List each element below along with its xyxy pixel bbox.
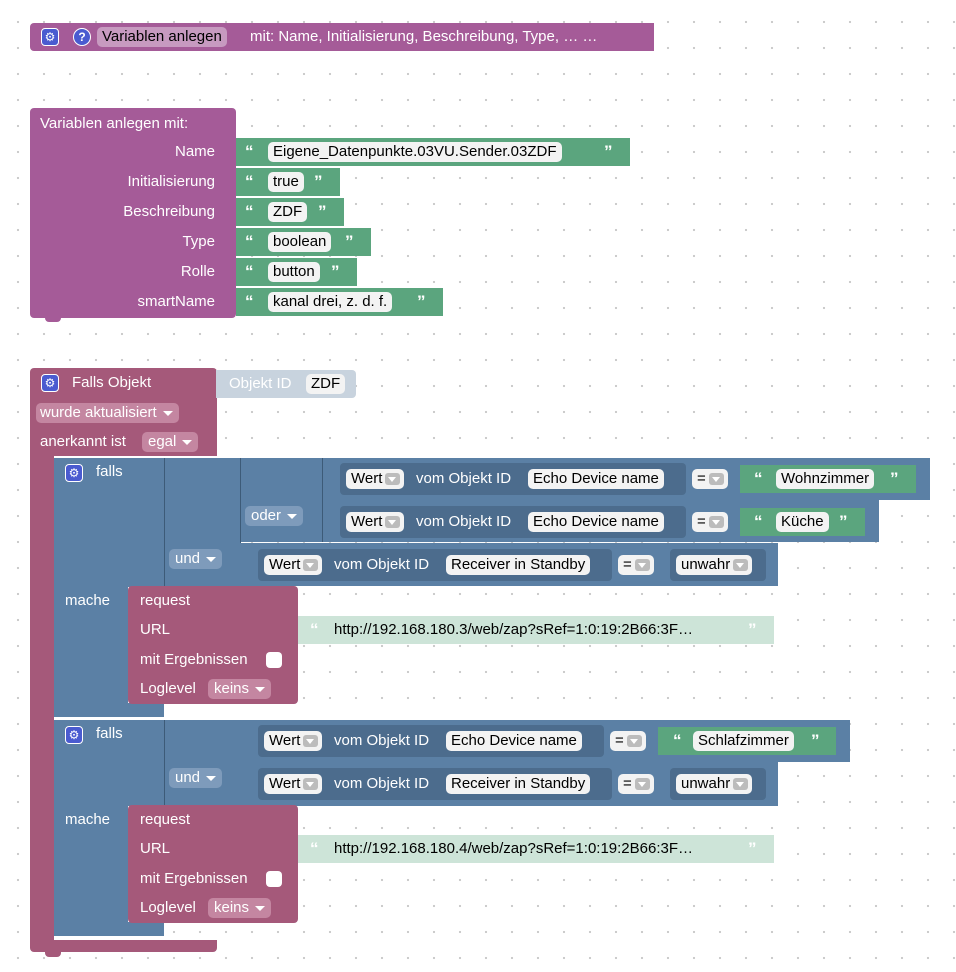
if2-mache: mache <box>65 811 111 828</box>
gear-icon[interactable]: ⚙ <box>65 726 83 744</box>
und-dropdown[interactable]: und <box>169 768 223 788</box>
collapsed-summary: mit: Name, Initialisierung, Beschreibung… <box>250 28 598 45</box>
quote-open-icon: “ <box>245 142 254 161</box>
operator-dropdown[interactable]: = <box>610 731 646 751</box>
gear-icon[interactable]: ⚙ <box>41 374 59 392</box>
loglevel-dropdown[interactable]: keins <box>208 679 272 699</box>
quote-close-icon: ” <box>345 232 354 251</box>
loglevel-label: Loglevel <box>140 680 196 697</box>
quote-open-icon: “ <box>754 469 763 488</box>
boolean-dropdown[interactable]: unwahr <box>676 774 753 794</box>
oder-dropdown[interactable]: oder <box>245 506 304 526</box>
row-label-role: Rolle <box>180 263 215 280</box>
vom-objekt-label: vom Objekt ID <box>416 470 512 487</box>
quote-close-icon: ” <box>417 292 426 311</box>
row-label-type: Type <box>182 233 215 250</box>
trigger-title: Falls Objekt <box>72 374 152 391</box>
wert-dropdown[interactable]: Wert <box>264 555 323 575</box>
gear-icon[interactable]: ⚙ <box>41 28 59 46</box>
collapsed-label: Variablen anlegen <box>97 27 227 47</box>
objekt-id-value[interactable]: ZDF <box>306 374 346 394</box>
operator-dropdown[interactable]: = <box>618 555 654 575</box>
if2-falls: falls <box>96 725 123 742</box>
operator-dropdown[interactable]: = <box>618 774 654 794</box>
quote-close-icon: ” <box>314 172 323 191</box>
object-id-chip[interactable]: Receiver in Standby <box>446 774 591 794</box>
row-label-init: Initialisierung <box>127 173 215 190</box>
operator-dropdown[interactable]: = <box>692 469 728 489</box>
wert-dropdown[interactable]: Wert <box>264 774 323 794</box>
mit-ergebnissen-label: mit Ergebnissen <box>140 870 248 887</box>
object-id-chip[interactable]: Echo Device name <box>446 731 582 751</box>
vom-objekt-label: vom Objekt ID <box>416 513 512 530</box>
request-label: request <box>140 811 191 828</box>
object-id-chip[interactable]: Echo Device name <box>528 469 664 489</box>
condition-row-2[interactable] <box>164 720 240 806</box>
quote-close-icon: ” <box>748 839 757 858</box>
quote-close-icon: ” <box>890 469 899 488</box>
quote-open-icon: “ <box>310 620 319 639</box>
quote-close-icon: ” <box>811 731 820 750</box>
quote-open-icon: “ <box>754 512 763 531</box>
operator-dropdown[interactable]: = <box>692 512 728 532</box>
quote-open-icon: “ <box>310 839 319 858</box>
boolean-dropdown[interactable]: unwahr <box>676 555 753 575</box>
if1-falls: falls <box>96 463 123 480</box>
compare-value[interactable]: Küche <box>776 512 829 532</box>
quote-open-icon: “ <box>245 172 254 191</box>
und-dropdown[interactable]: und <box>169 549 223 569</box>
quote-close-icon: ” <box>839 512 848 531</box>
vom-objekt-label: vom Objekt ID <box>334 775 430 792</box>
quote-open-icon: “ <box>245 202 254 221</box>
quote-close-icon: ” <box>604 142 613 161</box>
quote-open-icon: “ <box>245 262 254 281</box>
wert-dropdown[interactable]: Wert <box>346 512 405 532</box>
url-value[interactable]: http://192.168.180.3/web/zap?sRef=1:0:19… <box>329 620 699 640</box>
wert-dropdown[interactable]: Wert <box>346 469 405 489</box>
compare-value[interactable]: Wohnzimmer <box>776 469 875 489</box>
type-value[interactable]: boolean <box>268 232 332 252</box>
quote-open-icon: “ <box>673 731 682 750</box>
row-label-smartname: smartName <box>137 293 215 310</box>
role-value[interactable]: button <box>268 262 320 282</box>
create-variables-header: Variablen anlegen mit: <box>40 115 189 132</box>
url-label: URL <box>140 621 171 638</box>
wert-dropdown[interactable]: Wert <box>264 731 323 751</box>
vom-objekt-label: vom Objekt ID <box>334 732 430 749</box>
loglevel-dropdown[interactable]: keins <box>208 898 272 918</box>
objekt-id-label: Objekt ID <box>229 375 292 392</box>
checkbox-icon[interactable] <box>266 871 282 887</box>
row-label-name: Name <box>174 143 215 160</box>
help-icon[interactable]: ? <box>73 28 91 46</box>
smartname-value[interactable]: kanal drei, z. d. f. <box>268 292 393 312</box>
vom-objekt-label: vom Objekt ID <box>334 556 430 573</box>
ack-dropdown[interactable]: egal <box>142 432 199 452</box>
quote-open-icon: “ <box>245 232 254 251</box>
desc-value[interactable]: ZDF <box>268 202 308 222</box>
checkbox-icon[interactable] <box>266 652 282 668</box>
create-variables-block[interactable] <box>30 108 236 318</box>
ack-label: anerkannt ist <box>40 433 126 450</box>
quote-close-icon: ” <box>318 202 327 221</box>
object-id-chip[interactable]: Receiver in Standby <box>446 555 591 575</box>
quote-close-icon: ” <box>331 262 340 281</box>
loglevel-label: Loglevel <box>140 899 196 916</box>
url-label: URL <box>140 840 171 857</box>
url-value[interactable]: http://192.168.180.4/web/zap?sRef=1:0:19… <box>329 839 699 859</box>
mit-ergebnissen-label: mit Ergebnissen <box>140 651 248 668</box>
compare-value[interactable]: Schlafzimmer <box>693 731 794 751</box>
if1-mache: mache <box>65 592 111 609</box>
object-id-chip[interactable]: Echo Device name <box>528 512 664 532</box>
gear-icon[interactable]: ⚙ <box>65 464 83 482</box>
name-value[interactable]: Eigene_Datenpunkte.03VU.Sender.03ZDF <box>268 142 562 162</box>
quote-open-icon: “ <box>245 292 254 311</box>
row-label-desc: Beschreibung <box>123 203 215 220</box>
request-label: request <box>140 592 191 609</box>
event-dropdown[interactable]: wurde aktualisiert <box>36 403 179 423</box>
init-value[interactable]: true <box>268 172 304 192</box>
quote-close-icon: ” <box>748 620 757 639</box>
